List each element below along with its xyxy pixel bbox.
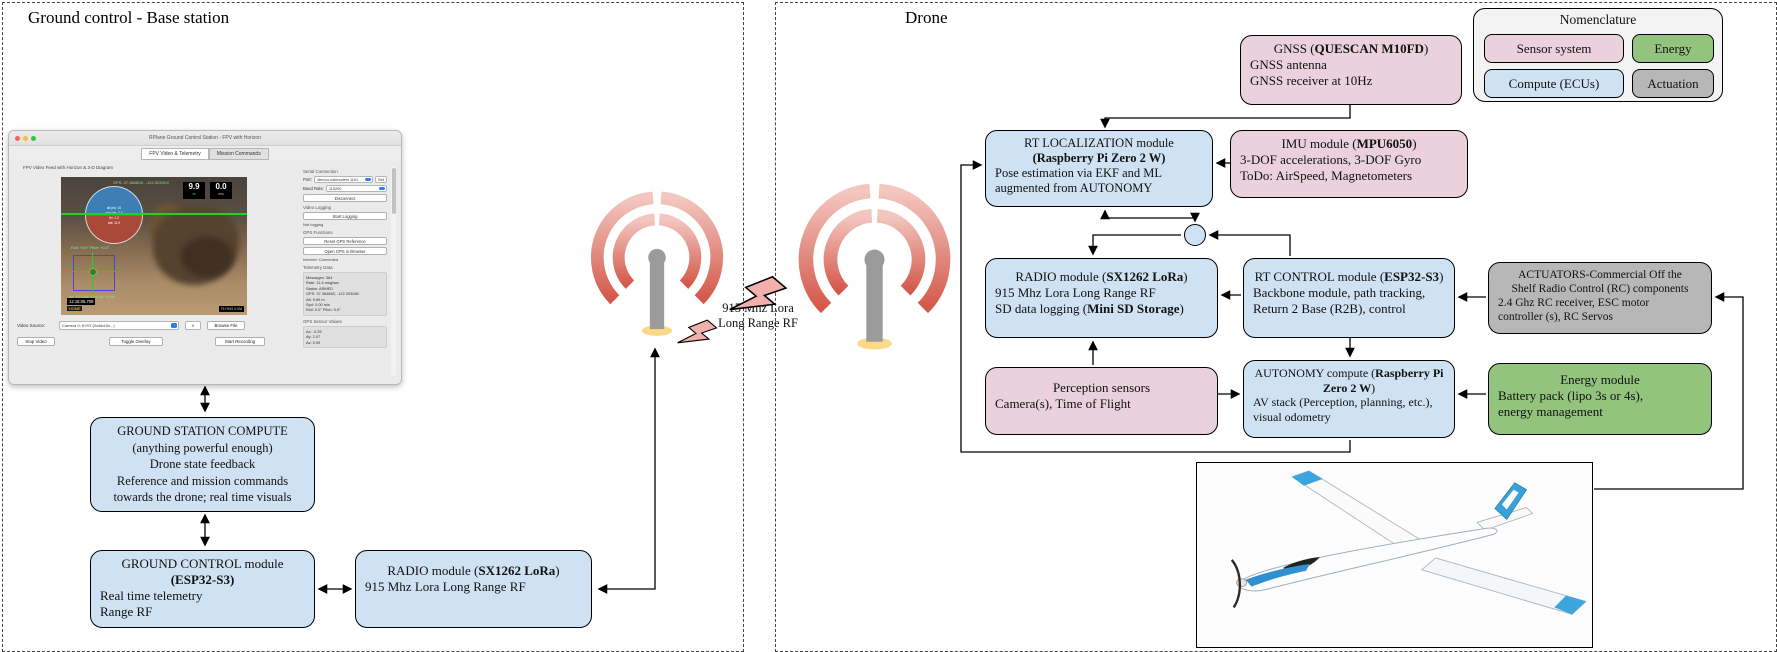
baud-rate-label: Baud Rate: [303,186,324,191]
gps-sensor-values-panel: Ax: -0.25 Ay: 2.07 Az: 0.99 [303,325,387,349]
legend-energy: Energy [1632,34,1714,63]
gps-sensor-values-header: GPS Sensor Values [303,318,342,324]
telemetry-panel: Messages: 364 Rate: 11.6 msg/sec Status:… [303,272,387,316]
start-recording-button[interactable]: Start Recording [215,337,265,346]
app-scrollbar[interactable] [391,166,396,376]
baud-rate-select[interactable]: 115200 [325,185,387,192]
flight-status-tag: FLYING 0.0M [218,306,244,312]
rt-localization-box: RT LOCALIZATION module (Raspberry Pi Zer… [985,130,1213,207]
gps-functions-header: GPS Functions [303,230,333,235]
stop-video-button[interactable]: Stop Video [17,337,55,346]
imu-box: IMU module (MPU6050) 3-DOF accelerations… [1230,130,1468,198]
close-button[interactable] [15,135,20,141]
video-source-label: Video Source: [17,323,46,328]
radio-module-ground-box: RADIO module (SX1262 LoRa) 915 Mhz Lora … [355,550,592,628]
horizon-line [61,213,247,215]
rc-plane-illustration [1198,463,1591,647]
set-port-button[interactable]: Set [375,176,387,183]
roll-pitch-overlay: Roll: +0.5° Pitch: +0.3° [71,246,110,250]
legend-actuation: Actuation [1632,69,1714,98]
speed-readout: 0.0 m/s [210,182,232,199]
app-tabbar: FPV Video & Telemetry Mission Commands [9,146,401,161]
browse-file-button[interactable]: Browse File [207,321,245,330]
accel-overlay: Ax: +0.2 Ay: +2.8 Az: +0.99 [69,295,115,299]
autonomy-compute-box: AUTONOMY compute (Raspberry Pi Zero 2 W)… [1243,360,1455,438]
port-label: Port: [303,177,312,182]
serial-connection-header: Serial Connection [303,169,338,174]
energy-module-box: Energy module Battery pack (lipo 3s or 4… [1488,363,1712,435]
feed-label: FPV Video Feed with Horizon & 3-D Diagra… [23,165,113,170]
nomenclature-legend: Nomenclature Sensor system Energy Comput… [1473,8,1723,102]
app-sidebar: Serial Connection Port: /dev/cu.usbmodem… [303,166,387,350]
camera-index-field[interactable]: 0 [185,321,201,330]
disconnect-button[interactable]: Disconnect [303,194,387,202]
reset-gps-button[interactable]: Reset GPS Reference [303,237,387,245]
timestamp-overlay: 12:16:05.708 [67,298,96,305]
gps-overlay-text: GPS: 37.3648XX, -122.0033XX [113,180,170,185]
start-logging-button[interactable]: Start Logging [303,212,387,220]
logging-status: Not logging [303,222,324,227]
ground-control-module-box: GROUND CONTROL module (ESP32-S3) Real ti… [90,550,315,628]
app-body: FPV Video Feed with Horizon & 3-D Diagra… [9,161,401,383]
tab-mission-commands[interactable]: Mission Commands [208,147,269,160]
gnss-box: GNSS (QUESCAN M10FD) GNSS antenna GNSS r… [1240,35,1462,105]
minimize-button[interactable] [23,135,28,141]
legend-sensor-system: Sensor system [1484,34,1624,63]
chevron-down-icon [171,323,177,328]
actuators-box: ACTUATORS-Commercial Off the Shelf Radio… [1488,262,1712,334]
open-gps-browser-button[interactable]: Open GPS in Browser [303,247,387,255]
drone-panel-title: Drone [905,8,948,27]
legend-compute: Compute (ECUs) [1484,69,1624,98]
rt-control-box: RT CONTROL module (ESP32-S3) Backbone mo… [1243,258,1455,338]
video-logging-header: Video Logging [303,205,331,210]
internet-status: Internet: Connected [303,257,339,262]
ground-panel-title: Ground control - Base station [28,8,230,27]
legend-title: Nomenclature [1559,12,1637,27]
fpv-video-feed: GPS: 37.3648XX, -122.0033XX 9.9 m 0.0 m/… [61,177,247,315]
app-titlebar: RPlane Ground Control Station - FPV with… [9,131,401,146]
gcs-app-window: RPlane Ground Control Station - FPV with… [8,130,402,385]
chevron-down-icon [379,187,385,190]
home-tag: HOME [67,306,83,311]
port-select[interactable]: /dev/cu.usbmodem 1101 [313,176,373,183]
signal-junction-node [1184,224,1206,246]
perception-sensors-box: Perception sensors Camera(s), Time of Fl… [985,367,1218,435]
video-source-select[interactable]: Camera 0: KIYO (0x46d:0x...) [59,321,179,330]
rabbit-photo-blob [181,237,233,277]
tracking-box [68,252,120,294]
telemetry-data-header: Telemetry Data [303,265,333,270]
drone-antenna-icon [798,183,951,350]
ground-antenna-icon [591,191,723,336]
maximize-button[interactable] [31,135,36,141]
app-window-title: RPlane Ground Control Station - FPV with… [149,135,261,141]
drone-photo [1196,462,1593,648]
ground-station-compute-box: GROUND STATION COMPUTE (anything powerfu… [90,417,315,512]
toggle-overlay-button[interactable]: Toggle Overlay [109,337,163,346]
chevron-down-icon [365,178,371,181]
altitude-readout: 9.9 m [183,182,205,199]
tab-fpv-video-telemetry[interactable]: FPV Video & Telemetry [141,147,209,160]
radio-module-drone-box: RADIO module (SX1262 LoRa) 915 Mhz Lora … [985,258,1218,338]
attitude-indicator: alt (m): 10 spd (m): 7.2 thr: 1.2 bat: 1… [85,186,143,244]
